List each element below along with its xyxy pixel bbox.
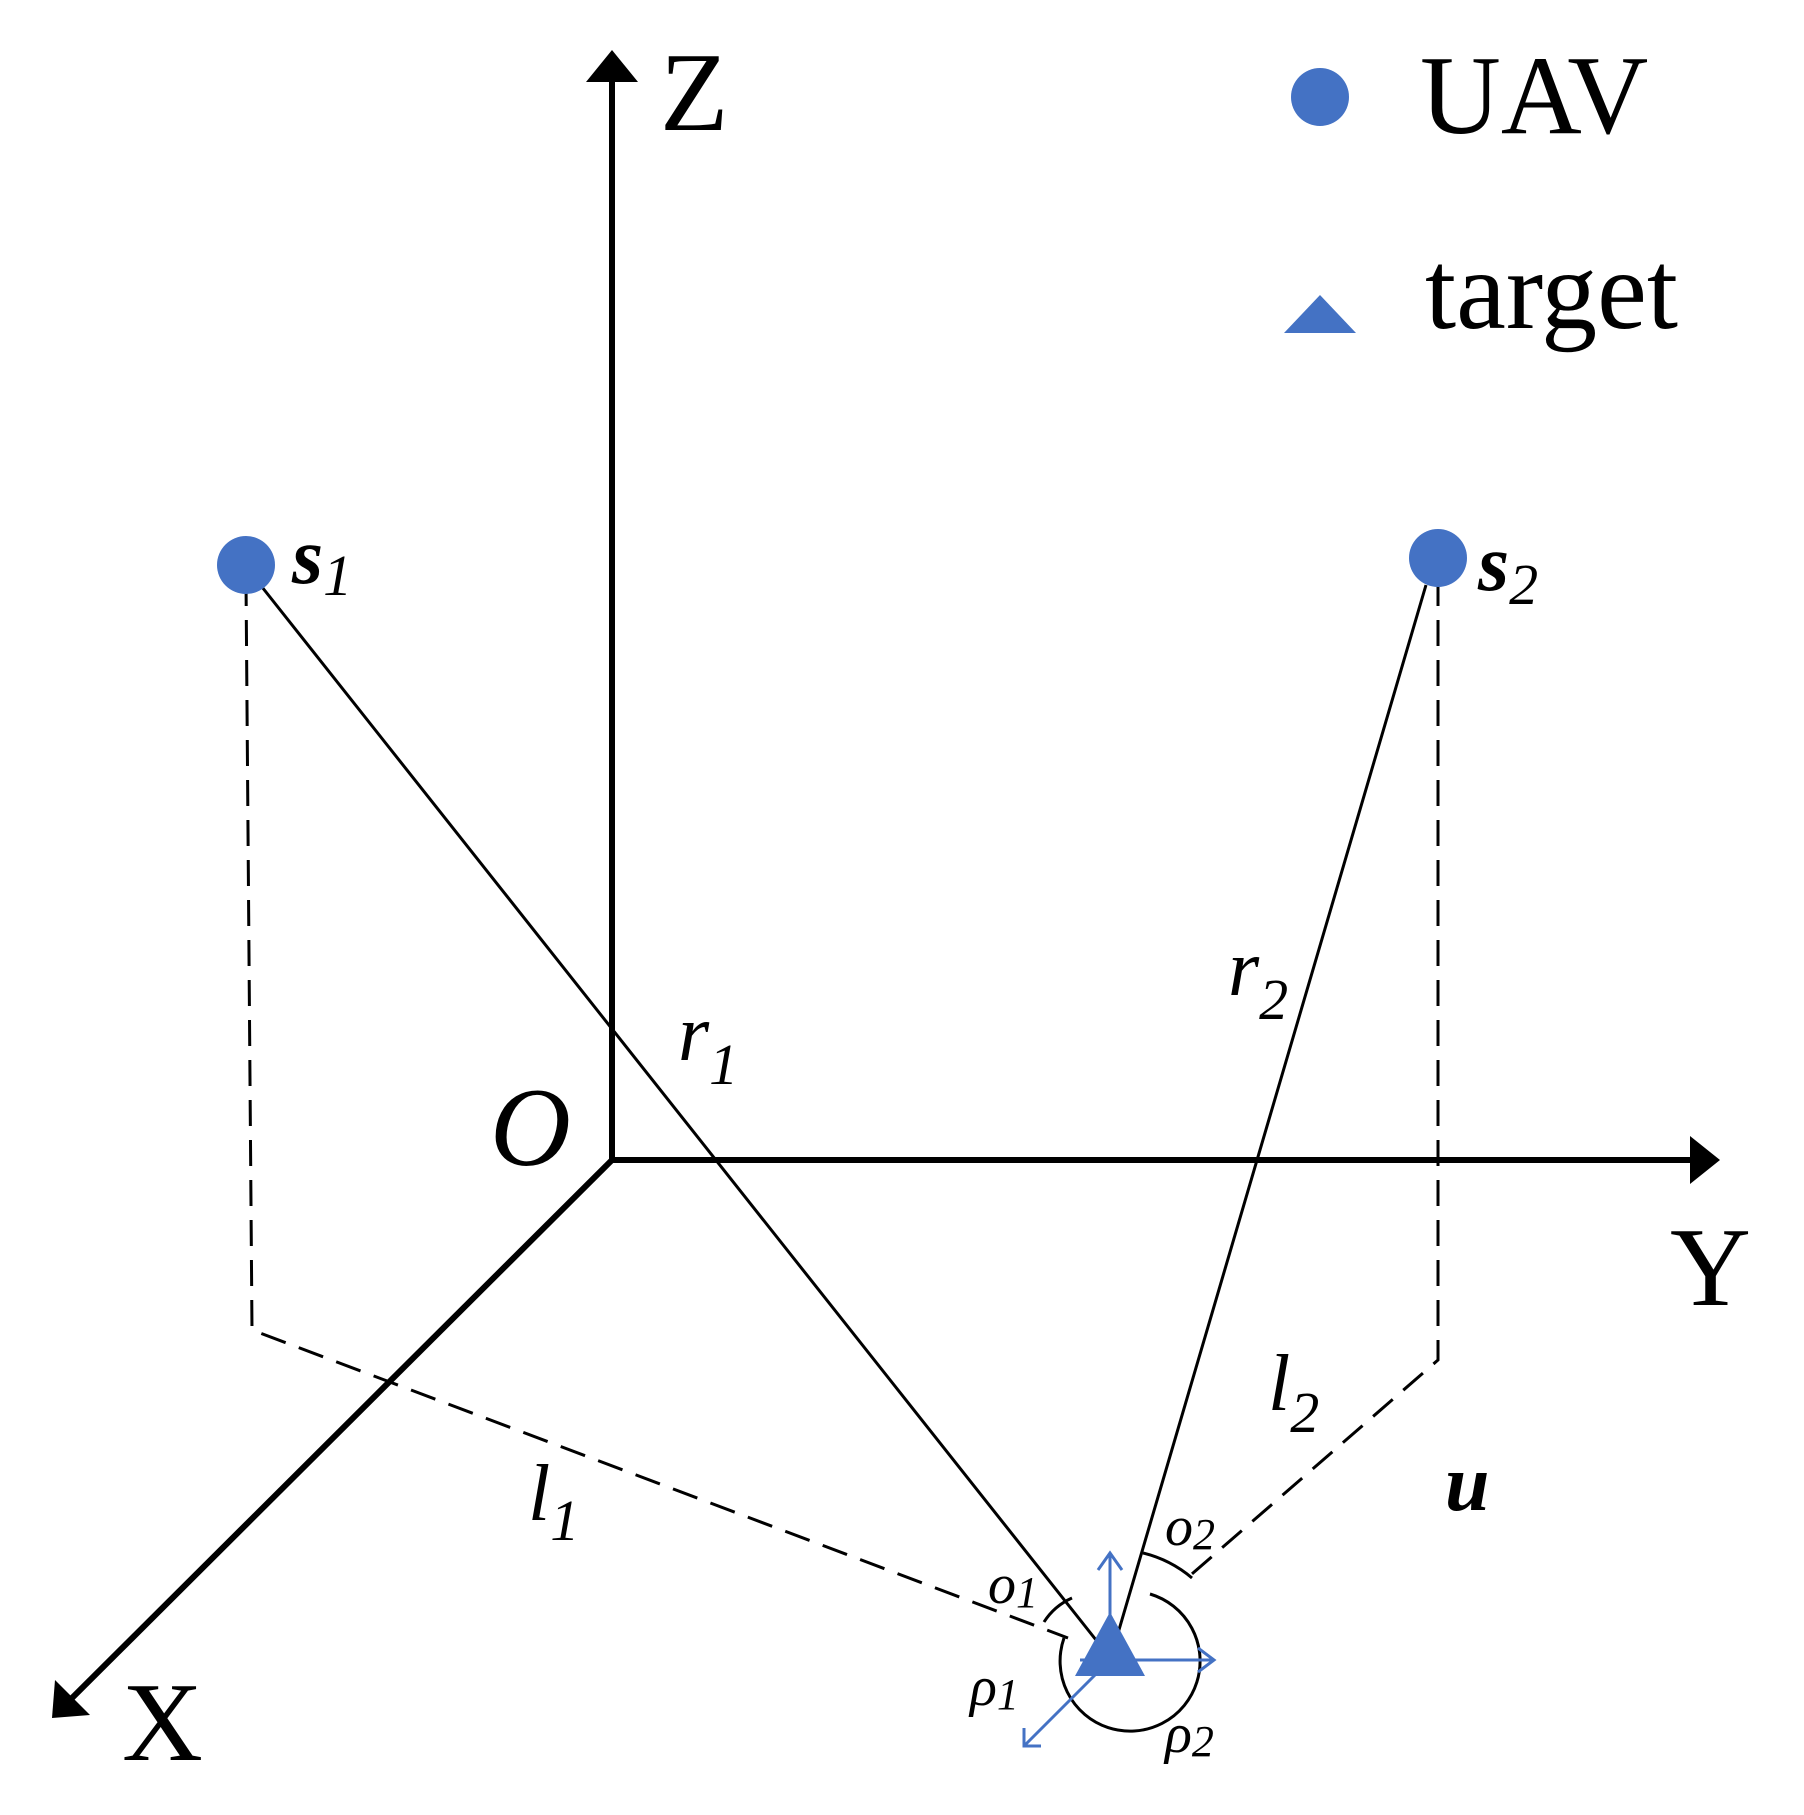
l1-label: l1 [528, 1450, 579, 1553]
target-legend-icon [1284, 295, 1356, 333]
rho-circle-arc [1058, 1592, 1202, 1733]
z-axis-label: Z [660, 31, 728, 155]
x-axis-arrowhead [52, 1680, 90, 1718]
uav-legend-label: UAV [1420, 34, 1648, 158]
uav-s1-marker [217, 536, 275, 594]
uav-legend-icon [1291, 68, 1349, 126]
l2-label: l2 [1268, 1340, 1319, 1445]
u-label: u [1445, 1440, 1490, 1528]
r2-label: r2 [1228, 925, 1288, 1032]
y-axis-arrowhead [1690, 1136, 1720, 1184]
target-legend-label: target [1425, 229, 1678, 353]
o1-arc [1042, 1596, 1073, 1623]
coordinate-axes [67, 78, 1690, 1703]
rho1-label: ρ1 [968, 1656, 1019, 1719]
o2-label: o2 [1165, 1496, 1215, 1559]
uav-s2-marker [1409, 529, 1467, 587]
projection-lines [244, 579, 1440, 1640]
target-marker [1075, 1612, 1145, 1676]
r1-line [260, 586, 1102, 1646]
r2-line [1114, 584, 1428, 1641]
z-axis-arrowhead [586, 50, 638, 82]
angle-arcs [1042, 1551, 1202, 1733]
s2-projection [1184, 580, 1440, 1582]
rho2-label: ρ2 [1163, 1703, 1214, 1766]
x-axis [67, 1157, 615, 1703]
o1-label: o1 [988, 1554, 1038, 1617]
r1-label: r1 [678, 990, 738, 1097]
y-axis-label: Y [1670, 1206, 1751, 1330]
s2-label: s2 [1477, 520, 1538, 617]
origin-label: O [490, 1066, 571, 1190]
range-lines [260, 584, 1428, 1646]
o2-arc [1142, 1551, 1193, 1580]
s1-projection [244, 579, 1069, 1640]
s1-label: s1 [291, 513, 352, 608]
legend: UAV target [1284, 34, 1678, 353]
x-axis-label: X [122, 1661, 203, 1785]
